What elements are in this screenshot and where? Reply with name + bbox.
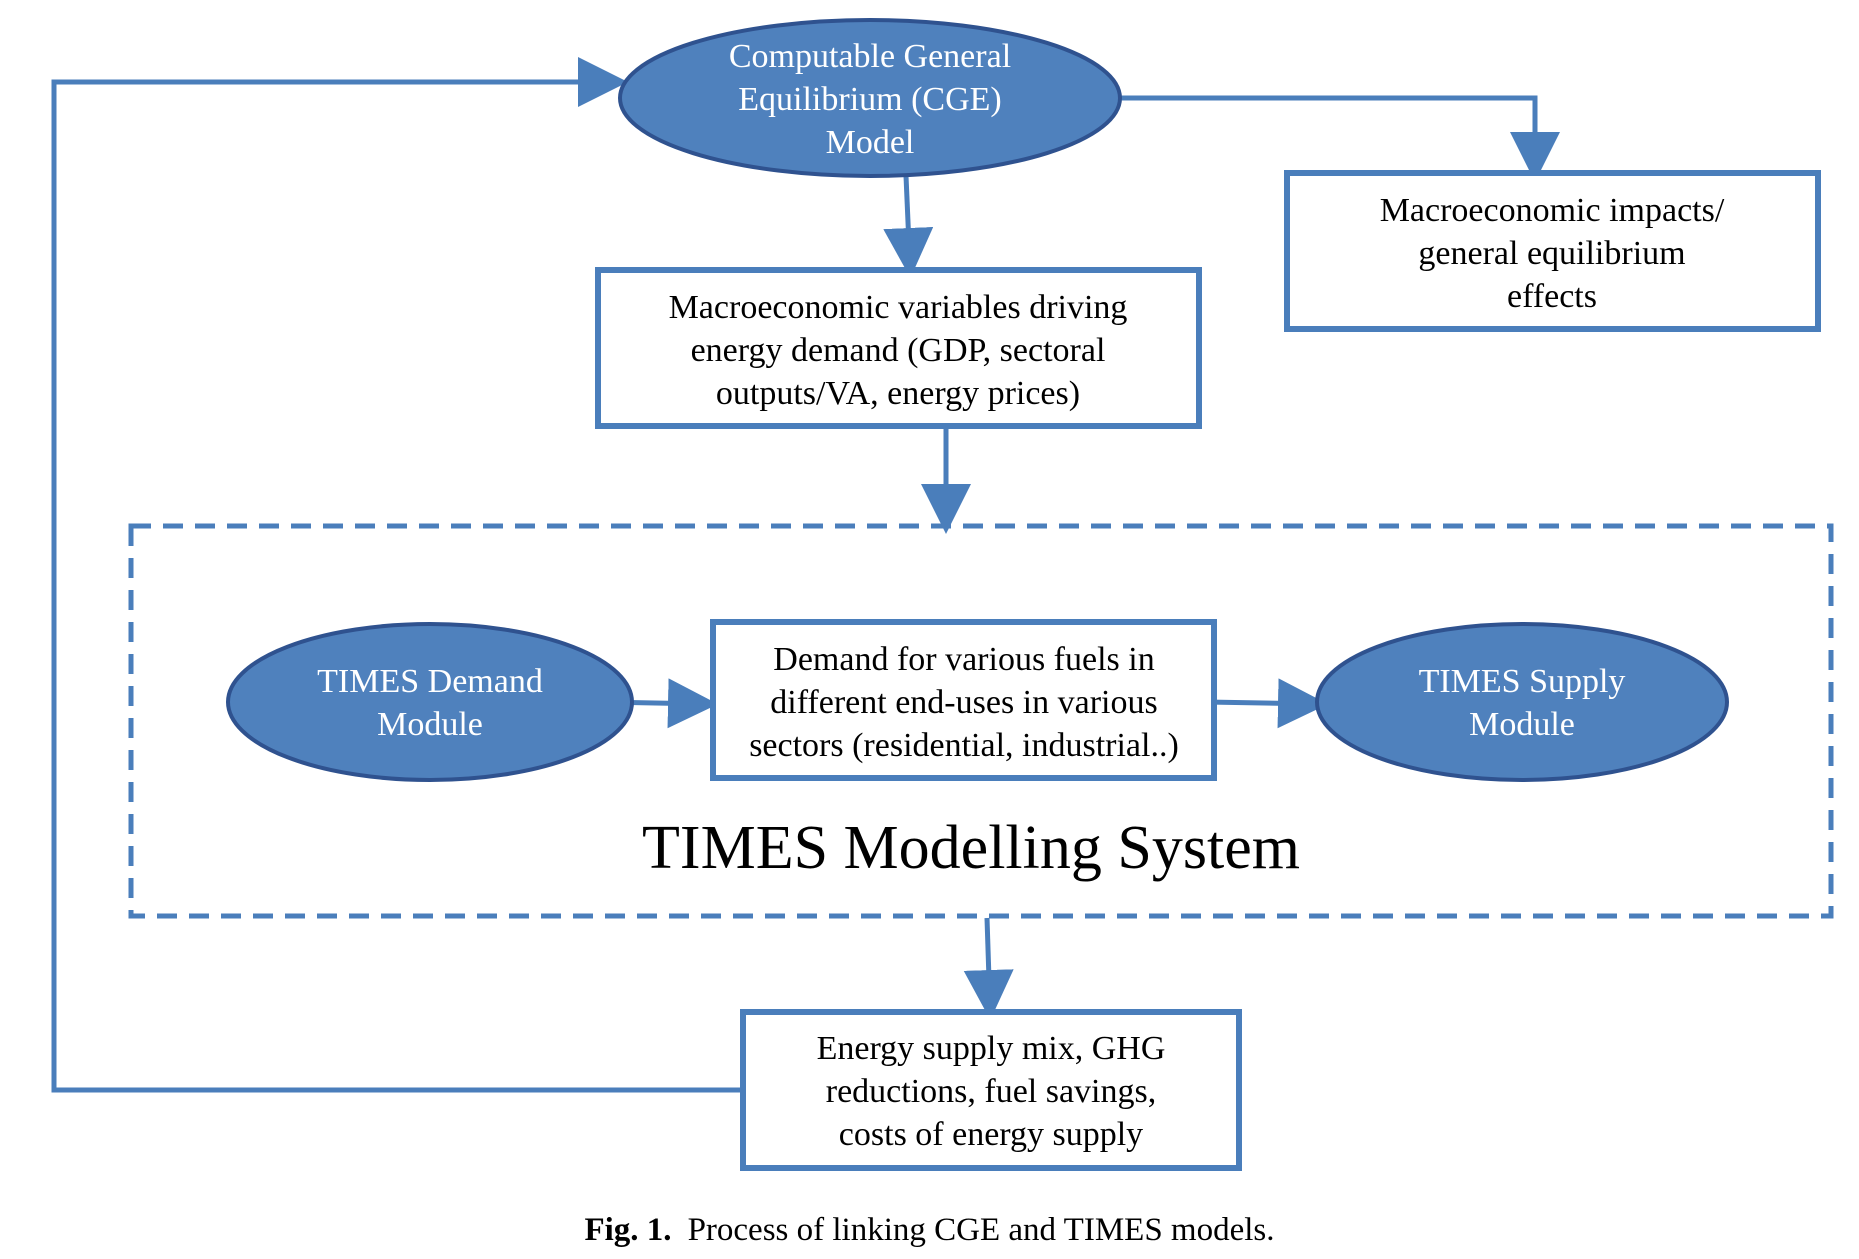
connector-feedback-loop [51,57,743,1093]
macro-impacts-box: Macroeconomic impacts/ general equilibri… [1284,170,1821,332]
times-modelling-system-label: TIMES Modelling System [642,814,1300,882]
macro-variables-line-2: energy demand (GDP, sectoral [691,332,1106,369]
figure-caption-label: Fig. 1. [584,1212,672,1248]
fuel-demand-line-3: sectors (residential, industrial..) [749,727,1179,764]
fuel-demand-line-2: different end-uses in various [770,684,1157,721]
energy-supply-box: Energy supply mix, GHG reductions, fuel … [740,1009,1242,1171]
macro-variables-box: Macroeconomic variables driving energy d… [595,267,1202,429]
connector-fuel-demand-to-supply-module [1205,678,1328,729]
connector-cge-to-variables [883,175,934,278]
cge-model-line-1: Computable General [729,38,1011,75]
cge-model-line-3: Model [826,124,915,161]
connector-cge-to-impacts [1120,95,1560,182]
macro-impacts-line-1: Macroeconomic impacts/ [1380,192,1725,229]
cge-model-node: Computable General Equilibrium (CGE) Mod… [618,18,1122,178]
macro-variables-line-3: outputs/VA, energy prices) [716,375,1080,412]
fuel-demand-box: Demand for various fuels in different en… [710,619,1217,781]
macro-impacts-line-3: effects [1507,278,1597,315]
times-demand-line-2: Module [377,706,483,743]
cge-model-line-2: Equilibrium (CGE) [738,81,1001,118]
figure-caption-text: Process of linking CGE and TIMES models. [687,1212,1275,1248]
times-supply-module-node: TIMES Supply Module [1315,622,1729,782]
times-demand-line-1: TIMES Demand [317,663,543,700]
energy-supply-line-3: costs of energy supply [839,1116,1143,1153]
macro-impacts-line-2: general equilibrium [1418,235,1685,272]
energy-supply-line-1: Energy supply mix, GHG [817,1030,1166,1067]
times-supply-line-1: TIMES Supply [1419,663,1626,700]
times-supply-line-2: Module [1469,706,1575,743]
figure-caption: Fig. 1. Process of linking CGE and TIMES … [0,1212,1859,1249]
times-demand-module-node: TIMES Demand Module [226,622,634,782]
fuel-demand-line-1: Demand for various fuels in [773,641,1154,678]
times-modelling-system-container [128,523,1834,919]
connector-system-to-energy-supply [963,917,1014,1020]
energy-supply-line-2: reductions, fuel savings, [826,1073,1157,1110]
macro-variables-line-1: Macroeconomic variables driving [669,289,1128,326]
